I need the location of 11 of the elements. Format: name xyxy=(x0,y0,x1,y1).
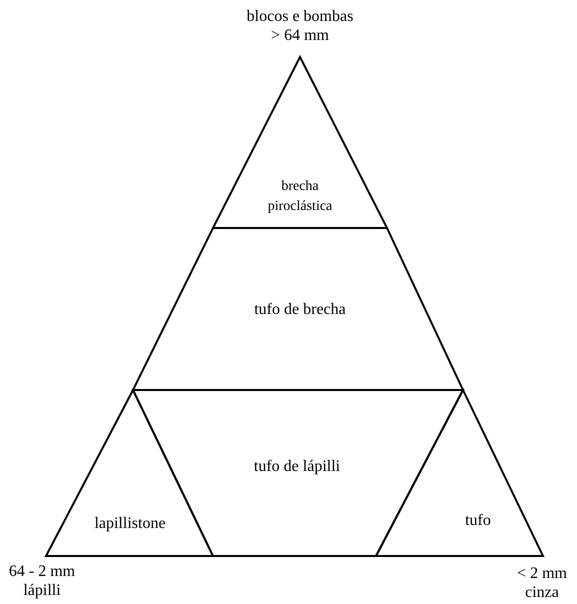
region-name: brecha piroclástica xyxy=(266,178,334,216)
region-name: tufo de brecha xyxy=(253,300,347,320)
region-name: lapillistone xyxy=(93,514,167,534)
corner-label: 64 - 2 mm xyxy=(8,563,76,581)
region-name: tufo xyxy=(464,511,492,531)
corner-label: cinza xyxy=(525,584,559,602)
corner-label: < 2 mm xyxy=(517,565,567,583)
region-name: tufo de lápilli xyxy=(252,457,342,477)
corner-label: lápilli xyxy=(23,582,61,600)
corner-label: > 64 mm xyxy=(271,27,329,45)
corner-label: blocos e bombas xyxy=(246,8,354,26)
